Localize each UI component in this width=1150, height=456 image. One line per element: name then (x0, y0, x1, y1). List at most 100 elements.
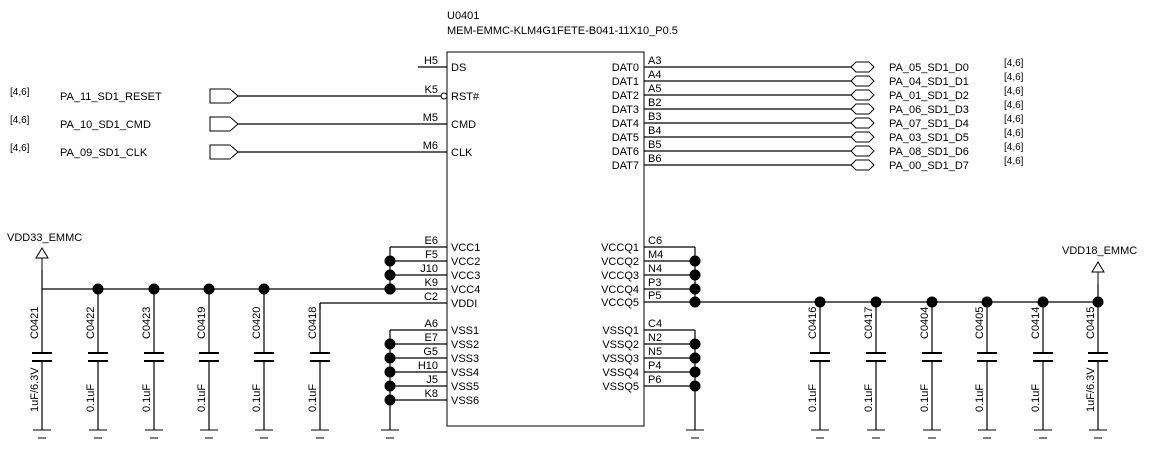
pin-number: J10 (420, 263, 438, 275)
capacitor-C0416-ref: C0416 (807, 307, 819, 339)
pin-name: VSSQ4 (602, 367, 639, 379)
capacitor-C0418-value: 0.1uF (307, 384, 319, 412)
pin-number: C4 (648, 318, 662, 330)
bidirectional-port-DAT4 (850, 117, 875, 129)
net-label-DAT6: PA_08_SD1_D6 (889, 146, 969, 158)
pin-name: DAT1 (612, 76, 639, 88)
net-label-DAT0: PA_05_SD1_D0 (889, 62, 969, 74)
ic-refdes: U0401 (447, 10, 479, 22)
pin-number: A4 (648, 69, 661, 81)
pin-number: C6 (648, 235, 662, 247)
pin-number: K9 (425, 277, 438, 289)
pin-name: VDDI (451, 298, 477, 310)
pin-name: VSS6 (451, 395, 479, 407)
net-label-DAT1: PA_04_SD1_D1 (889, 76, 969, 88)
net-ref-DAT6: [4,6] (1004, 142, 1024, 153)
pin-name: DAT5 (612, 132, 639, 144)
capacitor-C0419-ground (200, 429, 218, 439)
capacitor-C0415-ref: C0415 (1085, 307, 1097, 339)
pin-number: J5 (426, 374, 438, 386)
pin-name: VCCQ2 (601, 256, 639, 268)
pin-number: A3 (648, 55, 661, 67)
pin-number: C2 (424, 291, 438, 303)
capacitor-C0422-ground (89, 429, 107, 439)
bidirectional-port-DAT5 (850, 131, 875, 143)
net-label: PA_10_SD1_CMD (60, 119, 151, 131)
pin-name: DAT3 (612, 104, 639, 116)
capacitor-C0414-ref: C0414 (1030, 307, 1042, 339)
pin-number: P3 (648, 277, 661, 289)
pin-name: VCC1 (451, 242, 480, 254)
pin-name: VSS1 (451, 325, 479, 337)
input-port-0 (209, 88, 239, 104)
capacitor-C0423-ground (145, 429, 163, 439)
pin-name: VCC4 (451, 284, 480, 296)
pin-number: P5 (648, 290, 661, 302)
pin-number: A6 (425, 318, 438, 330)
net-ref: [4,6] (10, 143, 30, 154)
capacitor-C0421-ref: C0421 (29, 307, 41, 339)
pin-name: VCC2 (451, 256, 480, 268)
pin-number: P6 (648, 374, 661, 386)
pin-number: N2 (648, 332, 662, 344)
pin-name: VSS5 (451, 381, 479, 393)
net-ref-DAT4: [4,6] (1004, 114, 1024, 125)
pin-name: VSSQ1 (602, 325, 639, 337)
capacitor-C0404-ground (923, 429, 941, 439)
pin-name: VCCQ5 (601, 297, 639, 309)
pin-name: VSSQ2 (602, 339, 639, 351)
pin-number: P4 (648, 360, 661, 372)
power-symbol-left (35, 247, 49, 270)
capacitor-C0422-ref: C0422 (85, 307, 97, 339)
net-label-DAT7: PA_00_SD1_D7 (889, 160, 969, 172)
capacitor-C0405-ref: C0405 (974, 307, 986, 339)
pin-name: VSS2 (451, 339, 479, 351)
pin-name: DAT2 (612, 90, 639, 102)
power-rail-right-label: VDD18_EMMC (1062, 245, 1137, 257)
input-port-1 (209, 116, 239, 132)
vssq-ground (686, 429, 704, 439)
bidirectional-port-DAT0 (850, 61, 875, 73)
inverting-bubble (440, 92, 448, 100)
capacitor-C0414-value: 0.1uF (1030, 384, 1042, 412)
capacitor-C0415-value: 1uF/6.3V (1085, 367, 1097, 412)
vss-ground (381, 429, 399, 439)
net-label: PA_11_SD1_RESET (60, 91, 162, 103)
pin-number: E7 (425, 332, 438, 344)
bidirectional-port-DAT2 (850, 89, 875, 101)
bidirectional-port-DAT1 (850, 75, 875, 87)
net-label-DAT4: PA_07_SD1_D4 (889, 118, 969, 130)
capacitor-C0404-value: 0.1uF (919, 384, 931, 412)
pin-name: DAT6 (612, 146, 639, 158)
net-ref: [4,6] (10, 87, 30, 98)
capacitor-C0421-ground (33, 429, 51, 439)
capacitor-C0404-ref: C0404 (919, 307, 931, 339)
capacitor-C0421-value: 1uF/6.3V (29, 367, 41, 412)
net-ref-DAT2: [4,6] (1004, 86, 1024, 97)
pin-name: VSSQ3 (602, 353, 639, 365)
capacitor-C0418-ground (311, 429, 329, 439)
pin-name: VCC3 (451, 270, 480, 282)
power-arrow (35, 247, 49, 259)
net-ref: [4,6] (10, 115, 30, 126)
capacitor-C0416-ground (811, 429, 829, 439)
pin-name: VSSQ5 (602, 381, 639, 393)
capacitor-C0418-ref: C0418 (307, 307, 319, 339)
pin-number: K5 (425, 84, 438, 96)
capacitor-C0417-ref: C0417 (863, 307, 875, 339)
net-label: PA_09_SD1_CLK (60, 147, 148, 159)
pin-number: F5 (425, 249, 438, 261)
pin-number: B3 (648, 111, 661, 123)
pin-name: DAT4 (612, 118, 639, 130)
capacitor-C0414-ground (1034, 429, 1052, 439)
bidirectional-port-DAT7 (850, 159, 875, 171)
pin-number: A5 (648, 83, 661, 95)
pin-name: DS (451, 62, 466, 74)
capacitor-C0415-ground (1089, 429, 1107, 439)
capacitor-C0423-value: 0.1uF (141, 384, 153, 412)
ic-part-number: MEM-EMMC-KLM4G1FETE-B041-11X10_P0.5 (447, 25, 678, 37)
pin-name: VSS3 (451, 353, 479, 365)
pin-name: DAT7 (612, 160, 639, 172)
capacitor-C0405-value: 0.1uF (974, 384, 986, 412)
bidirectional-port-DAT6 (850, 145, 875, 157)
